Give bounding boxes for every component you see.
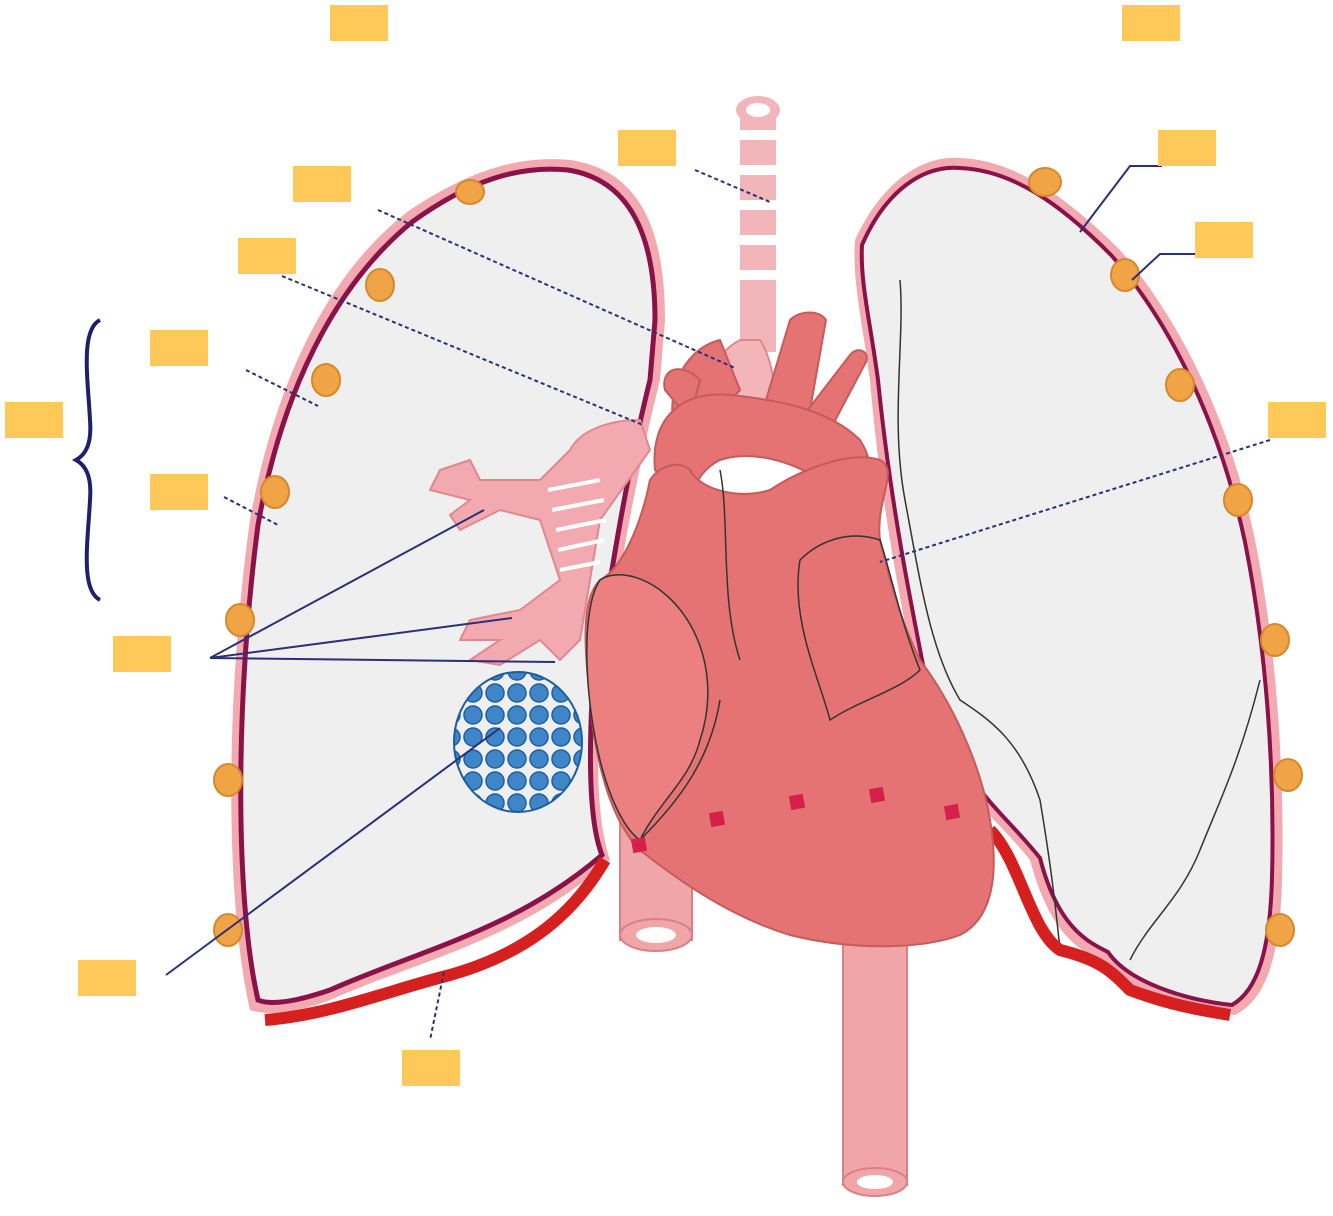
label-right-3[interactable]	[1268, 402, 1326, 438]
label-left-2[interactable]	[238, 238, 296, 274]
label-left-1[interactable]	[293, 166, 351, 202]
label-bronchi[interactable]	[113, 636, 171, 672]
label-alveoli[interactable]	[78, 960, 136, 996]
label-top-right[interactable]	[1122, 5, 1180, 41]
label-right-1[interactable]	[1158, 130, 1216, 166]
label-brace[interactable]	[5, 402, 63, 438]
alveoli-cluster	[454, 672, 582, 812]
lung-segment-brace	[76, 320, 100, 600]
label-left-4[interactable]	[150, 474, 208, 510]
label-diaphragm[interactable]	[402, 1050, 460, 1086]
label-top-left[interactable]	[330, 5, 388, 41]
trachea	[736, 96, 780, 352]
label-right-2[interactable]	[1195, 222, 1253, 258]
label-trachea[interactable]	[618, 130, 676, 166]
label-left-3[interactable]	[150, 330, 208, 366]
